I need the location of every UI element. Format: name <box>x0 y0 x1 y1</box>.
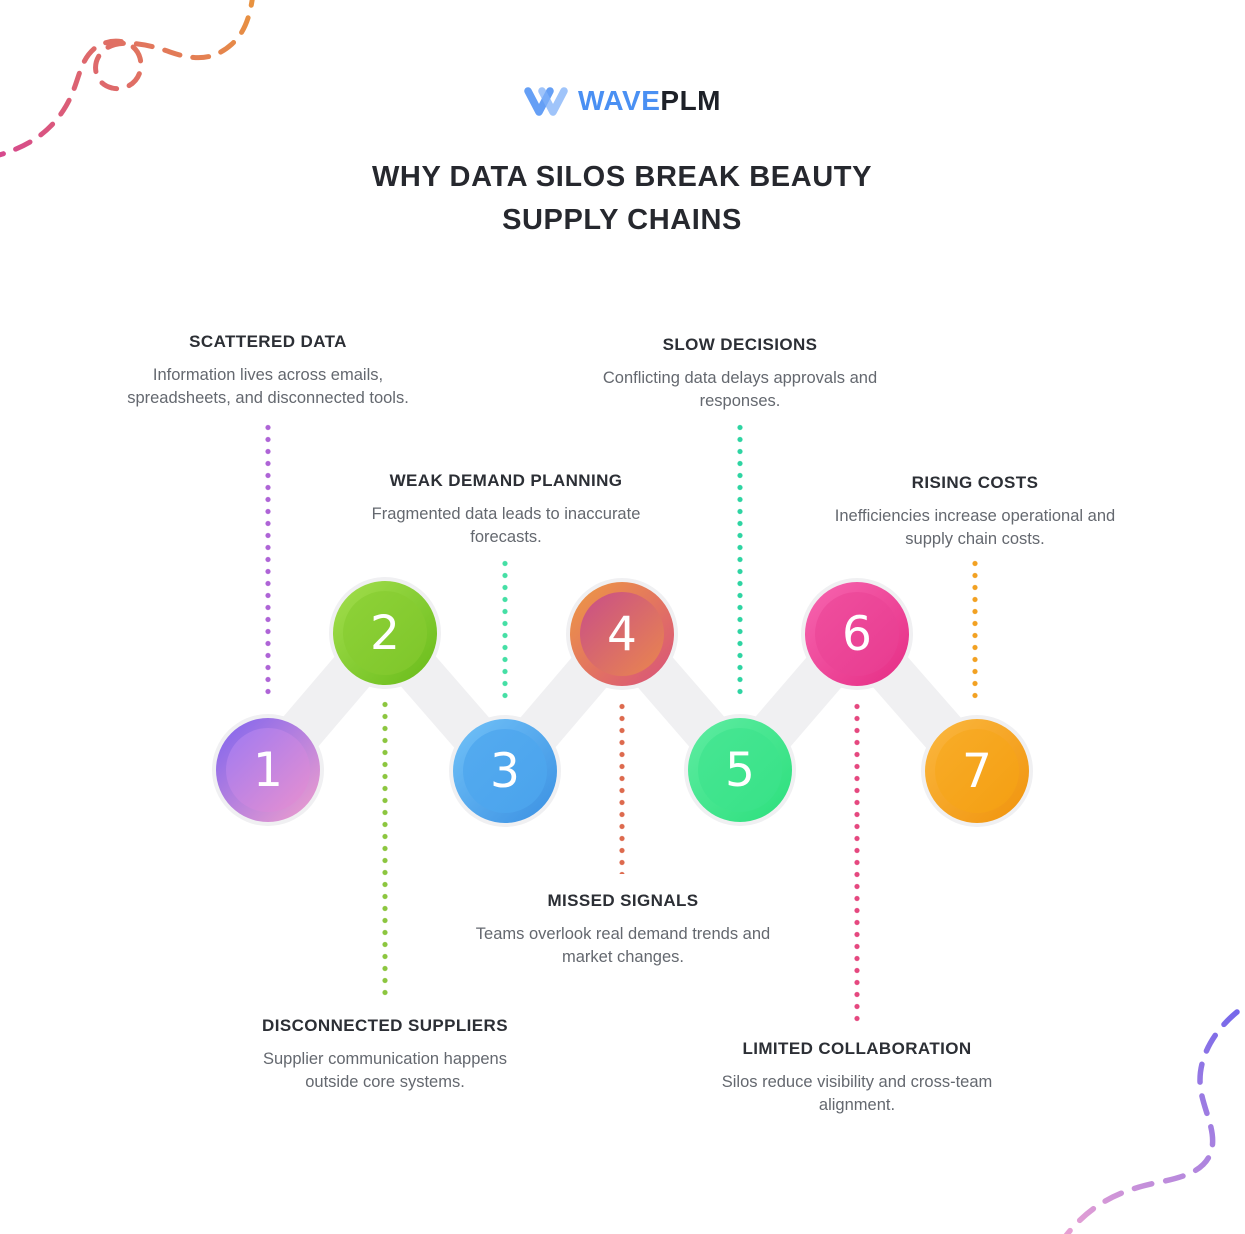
step-text: RISING COSTS Inefficiencies increase ope… <box>805 472 1145 551</box>
waveplm-w-icon <box>524 87 568 116</box>
step-text: SCATTERED DATA Information lives across … <box>103 331 433 410</box>
page-title-line1: WHY DATA SILOS BREAK BEAUTY <box>371 161 873 193</box>
step-text: DISCONNECTED SUPPLIERS Supplier communic… <box>230 1015 540 1094</box>
step-label: WEAK DEMAND PLANNING <box>389 471 623 490</box>
step-number: 2 <box>370 605 400 661</box>
step-number: 5 <box>725 742 755 798</box>
step-dotted-line <box>265 424 271 700</box>
step-label: LIMITED COLLABORATION <box>742 1039 972 1058</box>
step-dotted-line <box>737 424 743 700</box>
step-dotted-line <box>854 703 860 1022</box>
step-description: Silos reduce visibility and cross-team a… <box>721 1073 993 1114</box>
brand-logo: WAVEPLM <box>523 84 721 118</box>
page-title-line2: SUPPLY CHAINS <box>502 204 742 236</box>
step-label: SCATTERED DATA <box>189 332 347 351</box>
step-description: Teams overlook real demand trends and ma… <box>475 925 771 966</box>
step-description: Conflicting data delays approvals and re… <box>602 369 878 410</box>
step-description: Supplier communication happens outside c… <box>263 1050 507 1091</box>
step-text: MISSED SIGNALS Teams overlook real deman… <box>448 890 798 969</box>
brand-name: WAVEPLM <box>578 87 721 115</box>
step-circle: 4 <box>570 582 674 686</box>
step-number: 4 <box>607 606 637 662</box>
decorative-dashed-squiggle-top-left <box>0 0 255 158</box>
brand-name-primary: WAVE <box>578 85 661 116</box>
step-circle: 6 <box>805 582 909 686</box>
step-circle: 7 <box>925 719 1029 823</box>
step-description: Inefficiencies increase operational and … <box>834 507 1116 548</box>
step-circle: 1 <box>216 718 320 822</box>
step-number: 3 <box>490 743 520 799</box>
step-circle: 3 <box>453 719 557 823</box>
step-number: 6 <box>842 606 872 662</box>
step-number: 1 <box>253 742 283 798</box>
step-label: DISCONNECTED SUPPLIERS <box>262 1016 508 1035</box>
page-title: WHY DATA SILOS BREAK BEAUTY SUPPLY CHAIN… <box>212 156 1032 242</box>
brand-name-secondary: PLM <box>660 85 721 116</box>
step-description: Fragmented data leads to inaccurate fore… <box>371 505 641 546</box>
step-label: MISSED SIGNALS <box>547 891 699 910</box>
step-dotted-line <box>619 703 625 874</box>
step-label: SLOW DECISIONS <box>662 335 818 354</box>
step-circle: 2 <box>333 581 437 685</box>
step-label: RISING COSTS <box>911 473 1039 492</box>
step-dotted-line <box>382 701 388 998</box>
step-description: Information lives across emails, spreads… <box>127 366 409 407</box>
step-number: 7 <box>962 743 992 799</box>
step-dotted-line <box>972 560 978 702</box>
step-text: LIMITED COLLABORATION Silos reduce visib… <box>697 1038 1017 1117</box>
step-circle: 5 <box>688 718 792 822</box>
step-dotted-line <box>502 560 508 702</box>
step-text: WEAK DEMAND PLANNING Fragmented data lea… <box>341 470 671 549</box>
decorative-dashed-squiggle-bottom-right <box>1063 1009 1240 1234</box>
step-text: SLOW DECISIONS Conflicting data delays a… <box>575 334 905 413</box>
